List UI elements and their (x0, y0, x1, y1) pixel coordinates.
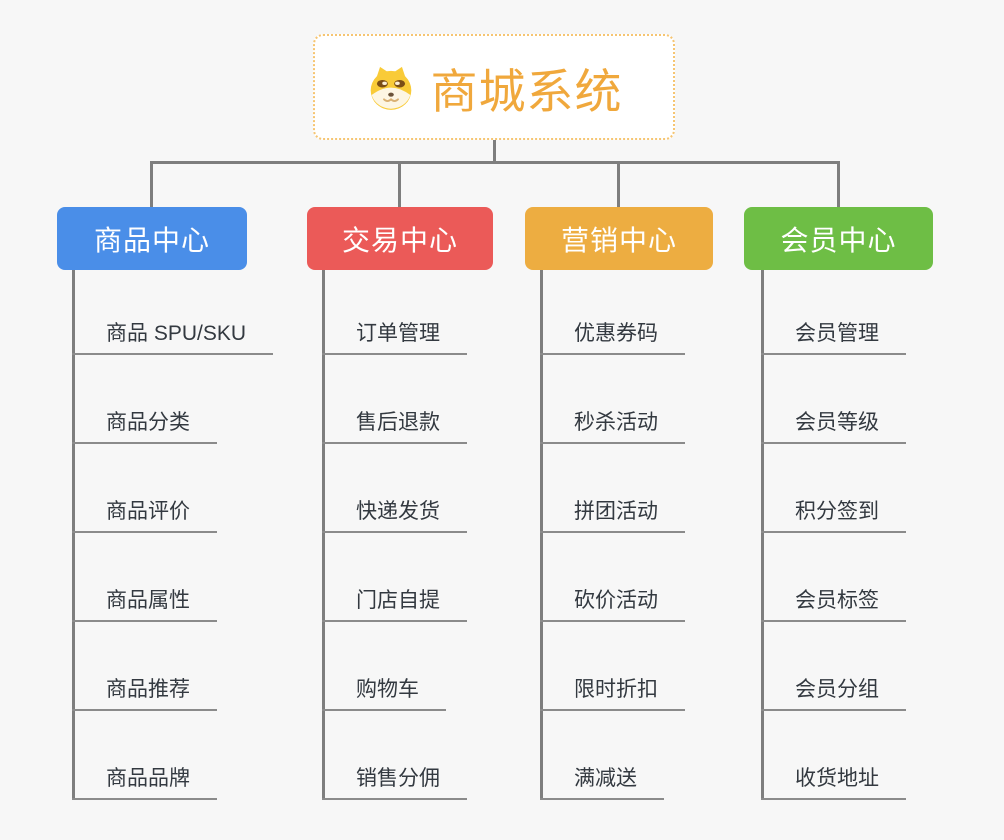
leaf-node[interactable]: 门店自提 (322, 584, 467, 622)
branch-marketing-center[interactable]: 营销中心 (525, 207, 713, 270)
leaf-node[interactable]: 商品推荐 (72, 673, 217, 711)
connector-bus (150, 161, 840, 164)
shiba-dog-icon (370, 66, 411, 110)
leaf-node[interactable]: 售后退款 (322, 406, 467, 444)
leaf-node[interactable]: 满减送 (540, 762, 664, 800)
branch-spine (72, 270, 75, 800)
leaf-node[interactable]: 购物车 (322, 673, 446, 711)
branch-spine (322, 270, 325, 800)
root-node[interactable]: 商城系统 (313, 34, 675, 140)
connector-root-stub (493, 140, 496, 163)
root-title: 商城系统 (430, 64, 623, 118)
leaf-node[interactable]: 优惠券码 (540, 317, 685, 355)
branch-product-center[interactable]: 商品中心 (57, 207, 247, 270)
leaf-node[interactable]: 收货地址 (761, 762, 906, 800)
leaf-node[interactable]: 拼团活动 (540, 495, 685, 533)
connector-drop (837, 161, 840, 207)
leaf-node[interactable]: 商品分类 (72, 406, 217, 444)
branch-trade-center[interactable]: 交易中心 (307, 207, 493, 270)
leaf-node[interactable]: 积分签到 (761, 495, 906, 533)
leaf-node[interactable]: 快递发货 (322, 495, 467, 533)
connector-drop (398, 161, 401, 207)
leaf-node[interactable]: 会员等级 (761, 406, 906, 444)
leaf-node[interactable]: 商品属性 (72, 584, 217, 622)
leaf-node[interactable]: 商品 SPU/SKU (72, 317, 274, 355)
leaf-node[interactable]: 订单管理 (322, 317, 467, 355)
branch-spine (540, 270, 543, 800)
branch-member-center[interactable]: 会员中心 (744, 207, 933, 270)
leaf-node[interactable]: 砍价活动 (540, 584, 685, 622)
leaf-node[interactable]: 会员分组 (761, 673, 906, 711)
connector-drop (617, 161, 620, 207)
leaf-node[interactable]: 限时折扣 (540, 673, 685, 711)
branch-spine (761, 270, 764, 800)
leaf-node[interactable]: 商品评价 (72, 495, 217, 533)
leaf-node[interactable]: 商品品牌 (72, 762, 217, 800)
connector-drop (150, 161, 153, 207)
leaf-node[interactable]: 销售分佣 (322, 762, 467, 800)
leaf-node[interactable]: 会员标签 (761, 584, 906, 622)
leaf-node[interactable]: 秒杀活动 (540, 406, 685, 444)
leaf-node[interactable]: 会员管理 (761, 317, 906, 355)
